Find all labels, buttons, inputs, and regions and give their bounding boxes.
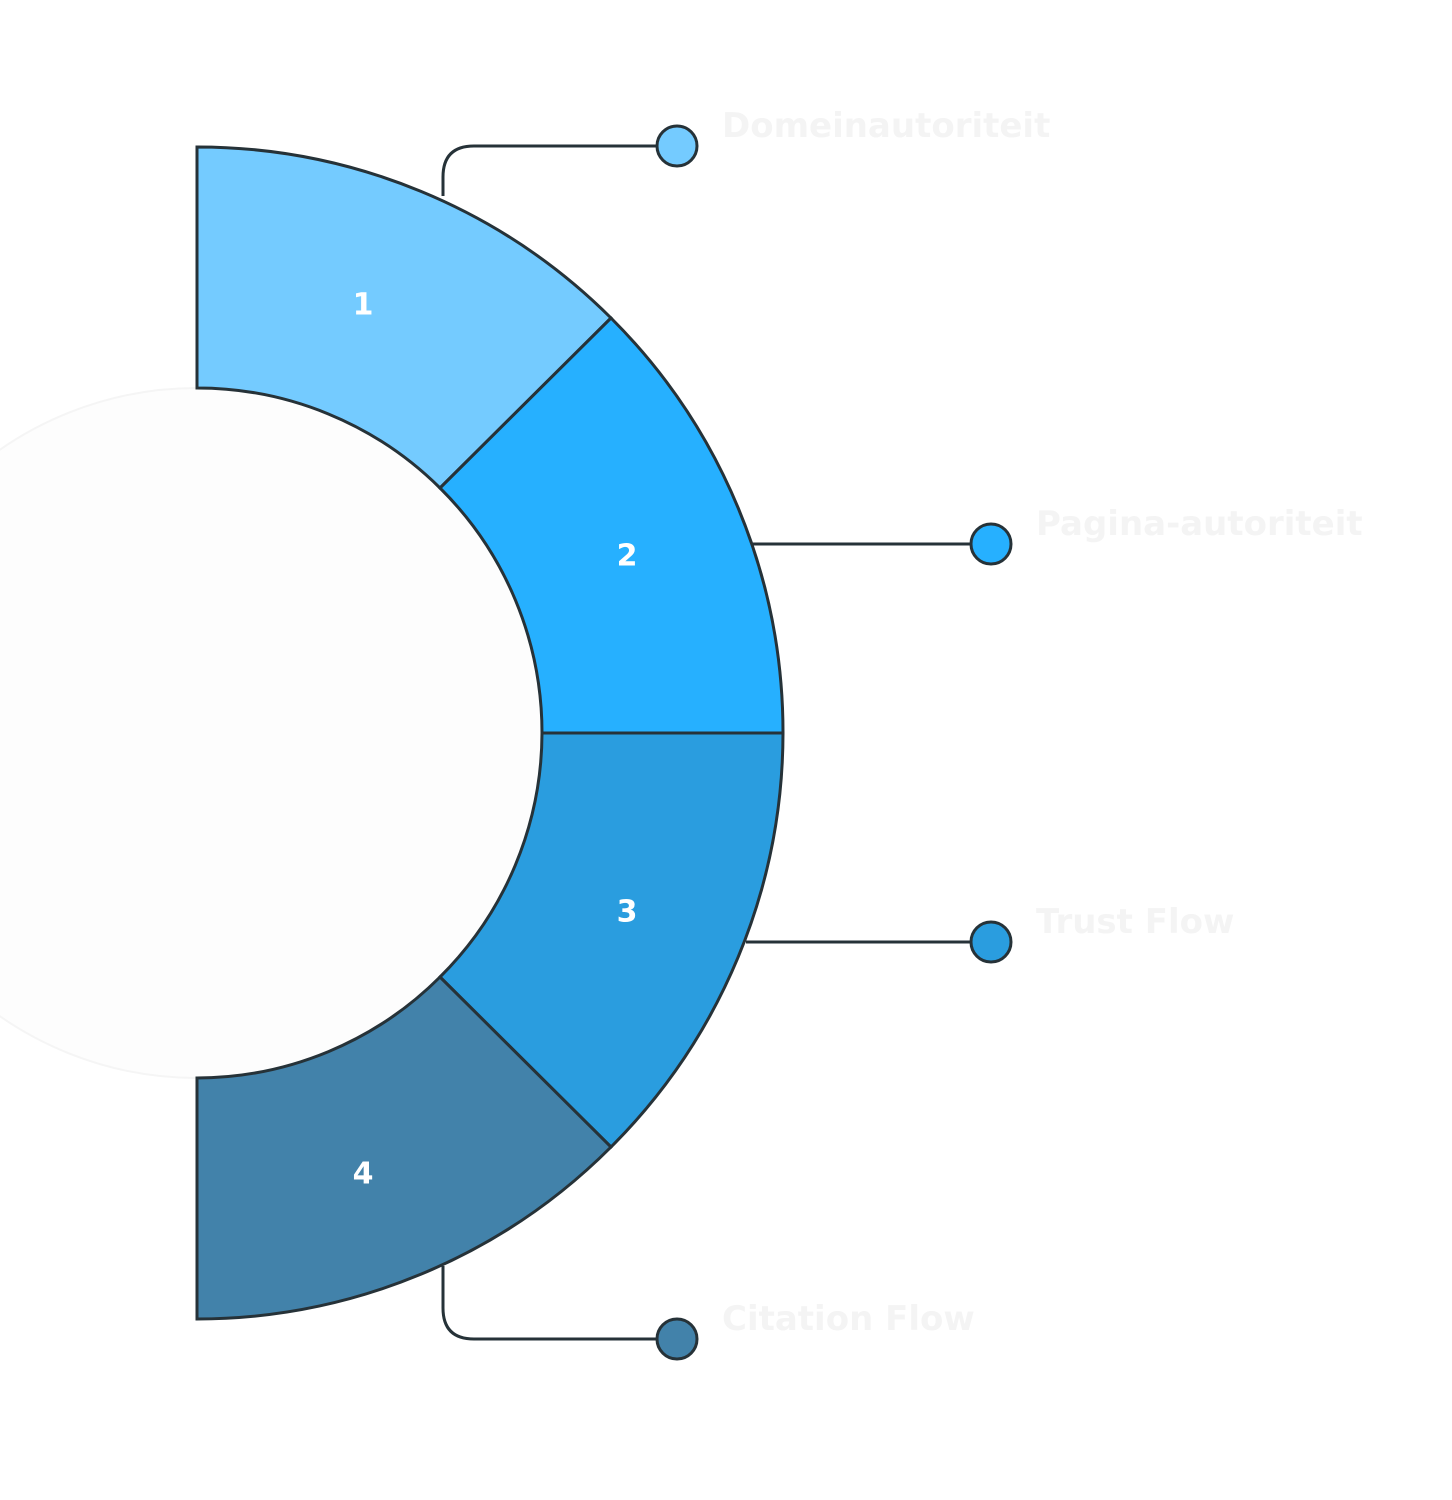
legend-label-1: Domeinautoriteit [722, 106, 1050, 146]
segment-3-number: 3 [617, 895, 638, 930]
legend-dot-1 [655, 124, 699, 168]
connector-4 [441, 1266, 656, 1341]
legend-dot-2 [969, 522, 1013, 566]
segment-1 [195, 145, 614, 491]
segment-1-number: 1 [353, 288, 374, 323]
legend-dot-4 [655, 1317, 699, 1361]
legend-dot-3 [969, 920, 1013, 964]
segment-4-number: 4 [353, 1157, 374, 1192]
connector-1 [441, 144, 656, 196]
legend-label-4: Citation Flow [722, 1299, 975, 1339]
legend-label-2: Pagina-autoriteit [1036, 504, 1363, 544]
segment-4 [195, 974, 614, 1321]
segment-3 [437, 731, 785, 1150]
segment-2-number: 2 [617, 539, 638, 574]
segment-2 [437, 315, 785, 735]
legend-label-3: Trust Flow [1036, 902, 1234, 942]
